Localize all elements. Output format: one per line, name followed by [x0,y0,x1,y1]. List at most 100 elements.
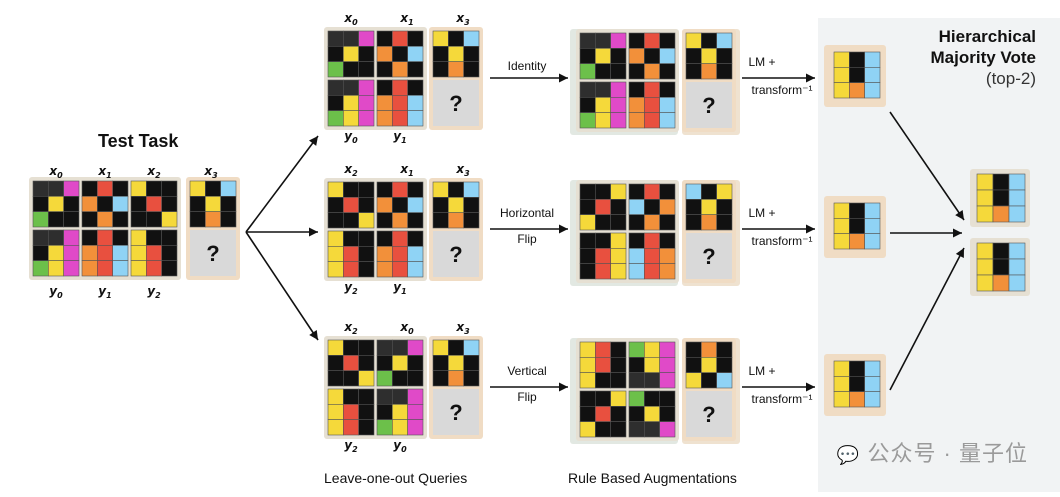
query-card-1-output-grid [376,230,424,278]
aug-test-1-input-grid-cell [716,183,733,200]
vote-arrow-bottom-head [955,248,964,259]
aug-card-0-output-grid-cell [659,112,676,129]
transform-label: Flip [517,232,537,246]
aug-card-0-input-grid-cell [659,63,676,80]
test-task-label-x: x1 [97,164,111,180]
test-task-card-output-grid-cell [48,260,64,277]
aug-test-2-input-grid-cell [685,341,702,358]
query-card-2-input-grid-cell [327,355,344,371]
test-task-card-output-grid-cell [146,245,162,261]
aug-card-1-output-grid-cell [579,232,596,249]
test-task-query-unknown [190,230,236,276]
wechat-icon: 💬 [836,445,861,465]
aug-card-2-input-grid-cell [659,357,676,373]
query-card-1-output-grid-cell [327,230,344,247]
query-card-2-input-grid-cell [407,355,424,371]
test-task-card-input-grid-cell [32,196,49,212]
aug-test-0-input-grid-cell [701,48,717,64]
test-task-card-output-grid-cell [112,260,129,277]
query-card-1-input-grid-cell [407,212,424,229]
aug-card-1-input-grid-cell [628,183,645,200]
aug-card-0-input-grid-cell [628,48,645,64]
query-card-0-input-grid-cell [376,46,393,62]
query-card-0-input-grid-cell [358,61,375,78]
query-test-2-input-grid-cell [432,339,449,356]
test-task-card-input-grid-cell [146,180,162,197]
test-task-card-output-grid-cell [63,260,80,277]
aug-card-2-output-grid-cell [579,406,596,422]
aug-card-1-input-grid [579,183,627,231]
test-task-query-input-grid-cell [189,196,206,212]
aug-test-1-input-grid-cell [701,214,717,231]
query-card-1-output-grid-cell [407,261,424,278]
candidate-answer-1-cell [833,202,850,219]
test-task-card-input-grid-cell [112,196,129,212]
query-card-2-input-grid-cell [358,355,375,371]
aug-card-1-input-grid-cell [628,214,645,231]
query-test-0-input-grid-cell [463,61,480,78]
query-label-x: x3 [455,320,470,336]
query-card-2-input-grid-cell [407,370,424,387]
aug-card-1-output-grid-cell [628,232,645,249]
final-answer-2-cell [992,258,1010,276]
query-card-1-input-grid-cell [327,212,344,229]
candidate-answer-0-cell [833,82,850,99]
test-task-card-output-grid-cell [161,245,178,261]
query-card-2-output-grid-cell [392,404,408,420]
test-task-card-input-grid [81,180,129,228]
query-label-x: x3 [455,162,470,178]
query-card-1-output-grid-cell [376,261,393,278]
aug-card-0-input-grid-cell [644,63,660,80]
aug-card-1-output-grid-cell [610,232,627,249]
aug-test-2-input-grid-cell [685,357,702,373]
query-card-0-output-grid-cell [343,95,359,111]
query-card-2-input-grid-cell [376,339,393,356]
aug-card-2-input-grid-cell [610,357,627,373]
aug-test-2-unknown [686,391,732,437]
test-task-label-x: x3 [203,164,218,180]
test-task-card-input-grid-cell [161,180,178,197]
aug-card-1-input-grid-cell [659,214,676,231]
aug-card-1-input-grid-cell [595,199,611,215]
aug-card-1-input-grid-cell [659,199,676,215]
query-test-0-input-grid-cell [448,46,464,62]
query-label-y: y2 [344,438,358,454]
fan-arrow-top [245,135,319,233]
aug-test-2-input-grid-cell [685,372,702,389]
query-card-1-input-grid-cell [358,197,375,213]
query-card-2-input-grid-cell [392,370,408,387]
test-task-card-input-grid-cell [146,211,162,228]
query-card-1-input-grid-cell [376,212,393,229]
aug-card-2-output-grid-cell [628,390,645,407]
final-answer-1-cell [1008,189,1026,207]
test-task-card-input-grid-cell [112,180,129,197]
query-card-1-output-grid-cell [343,246,359,262]
query-label-y: y1 [393,280,406,296]
query-card-0-output-grid-cell [376,110,393,127]
final-answer-1-cell [976,189,994,207]
aug-card-1-input-grid-cell [659,183,676,200]
aug-card-0-output-grid-cell [595,112,611,129]
test-task-card-output-grid-cell [97,245,113,261]
query-test-2-input-grid-cell [448,339,464,356]
aug-card-1-input-grid-cell [644,199,660,215]
query-test-0-input-grid-cell [432,61,449,78]
transform-label: Vertical [507,364,546,378]
candidate-answer-2-cell [833,376,850,392]
query-card-1-output-grid-cell [407,230,424,247]
query-card-0-output-grid-cell [327,95,344,111]
test-task-card-output-grid-cell [63,245,80,261]
aug-card-0-input-grid-cell [659,48,676,64]
test-task-card-input-grid-cell [32,180,49,197]
test-task-label-y: y0 [49,284,63,300]
query-card-0-output-grid-cell [327,79,344,96]
query-card-0-input-grid-cell [407,30,424,47]
aug-card-2-output-grid-cell [659,406,676,422]
query-card-0-output-grid-cell [358,110,375,127]
aug-card-0-output-grid-cell [644,112,660,129]
aug-card-1-input-grid-cell [610,214,627,231]
vote-title-line2: Majority Vote [930,48,1036,67]
test-task-card-input-grid-cell [63,196,80,212]
aug-card-0-input-grid-cell [628,32,645,49]
test-task-title: Test Task [98,131,179,151]
